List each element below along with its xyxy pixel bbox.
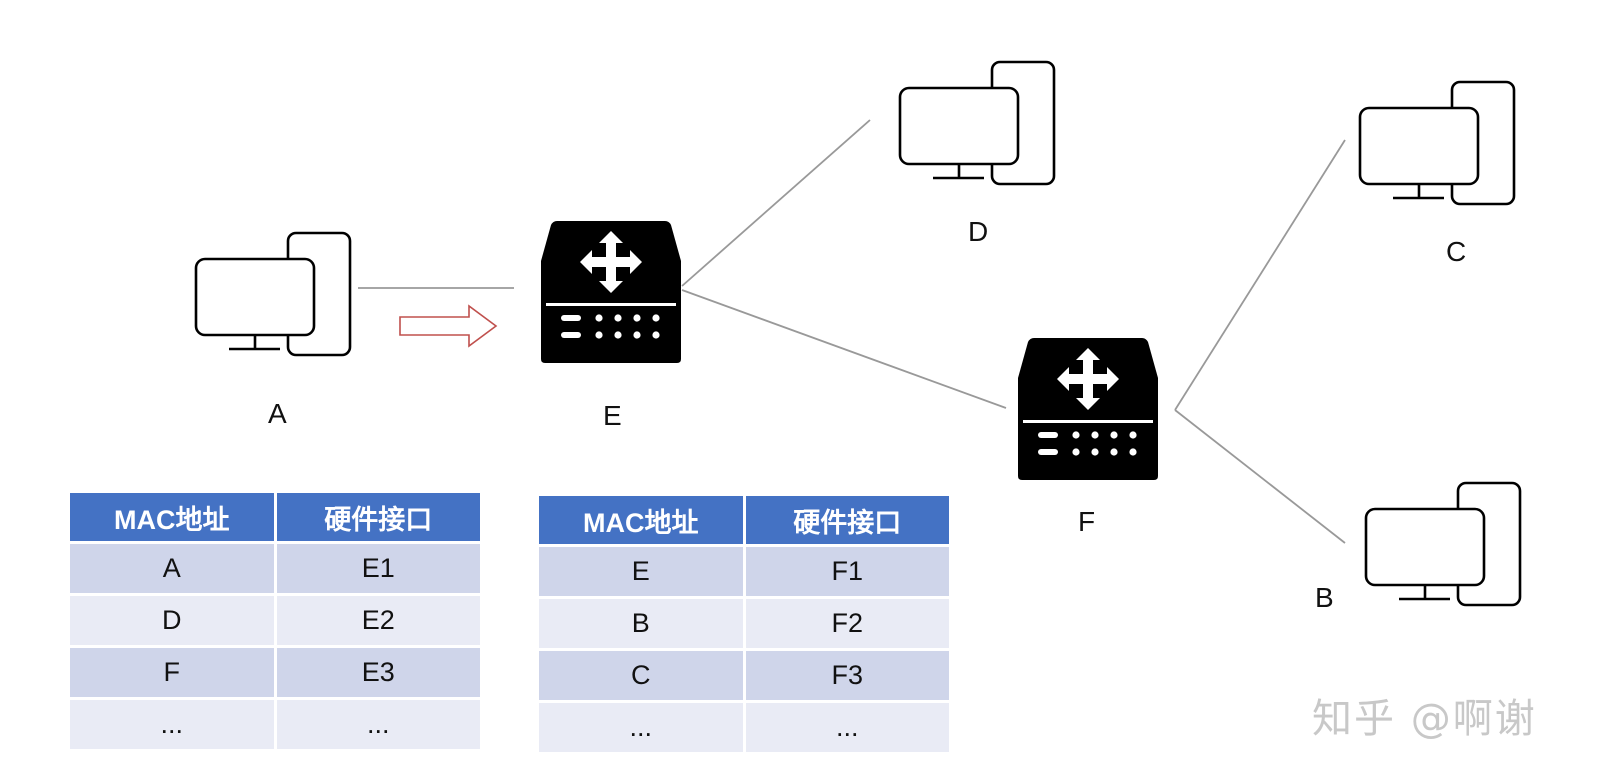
table-row: F E3: [70, 648, 480, 697]
node-label-e: E: [603, 400, 622, 431]
table-cell: ...: [276, 700, 480, 749]
table-cell: F1: [745, 547, 949, 596]
table-cell: C: [539, 651, 743, 700]
computer-d-icon: [898, 60, 1056, 186]
mac-table-f: MAC地址 硬件接口 E F1 B F2 C F3 ... ...: [536, 493, 952, 755]
node-label-f: F: [1078, 506, 1096, 537]
node-label-a: A: [268, 398, 287, 429]
link-e-f: [681, 289, 1007, 409]
table-cell: A: [70, 544, 274, 593]
table-cell: E2: [276, 596, 480, 645]
node-label-d: D: [968, 216, 989, 247]
links: [358, 119, 1346, 544]
table-cell: E3: [276, 648, 480, 697]
column-header-mac: MAC地址: [539, 496, 743, 544]
table-row: A E1: [70, 544, 480, 593]
switch-f-icon: [1018, 338, 1158, 480]
table-header-row: MAC地址 硬件接口: [539, 496, 949, 544]
link-f-c: [1174, 139, 1346, 411]
link-f-b: [1174, 409, 1346, 544]
table-row: ... ...: [539, 703, 949, 752]
computer-c-icon: [1358, 80, 1516, 206]
column-header-port: 硬件接口: [276, 493, 480, 541]
table-header-row: MAC地址 硬件接口: [70, 493, 480, 541]
table-cell: F3: [745, 651, 949, 700]
table-cell: ...: [70, 700, 274, 749]
table-cell: E: [539, 547, 743, 596]
table-cell: E1: [276, 544, 480, 593]
hollow-right-arrow-icon: [399, 304, 498, 348]
switch-e-icon: [541, 221, 681, 363]
table-cell: B: [539, 599, 743, 648]
table-row: B F2: [539, 599, 949, 648]
table-row: D E2: [70, 596, 480, 645]
link-e-d: [681, 119, 871, 287]
column-header-port: 硬件接口: [745, 496, 949, 544]
table-cell: ...: [539, 703, 743, 752]
table-row: C F3: [539, 651, 949, 700]
table-cell: F: [70, 648, 274, 697]
table-row: E F1: [539, 547, 949, 596]
node-label-c: C: [1446, 236, 1467, 267]
watermark: 知乎 @啊谢: [1312, 696, 1537, 742]
table-row: ... ...: [70, 700, 480, 749]
mac-table-e: MAC地址 硬件接口 A E1 D E2 F E3 ... ...: [67, 490, 483, 752]
node-label-b: B: [1315, 582, 1334, 613]
computer-b-icon: [1364, 481, 1522, 607]
computer-a-icon: [194, 231, 352, 357]
column-header-mac: MAC地址: [70, 493, 274, 541]
table-cell: ...: [745, 703, 949, 752]
table-cell: D: [70, 596, 274, 645]
table-cell: F2: [745, 599, 949, 648]
